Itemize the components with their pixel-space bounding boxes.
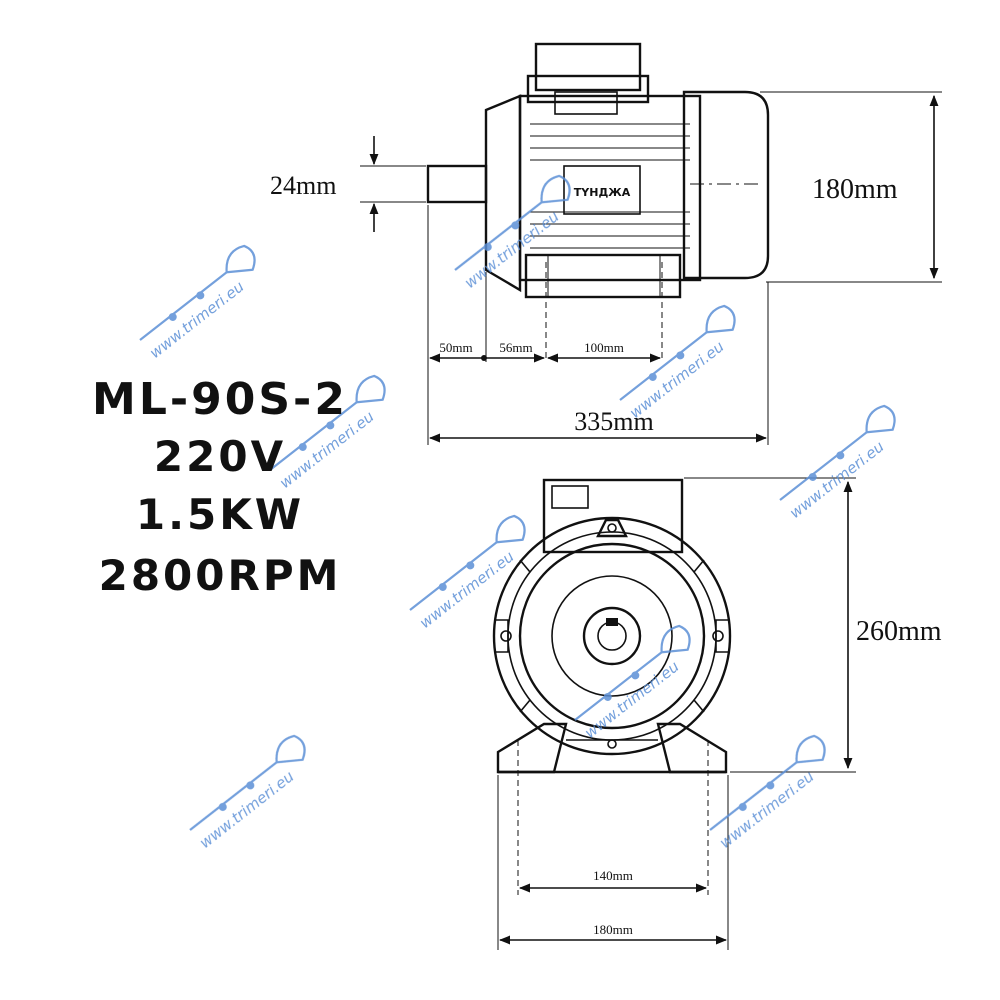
dim-foot-holes-length: 100mm xyxy=(584,340,624,355)
side-view: TYHДЖA 24mm 180mm 50mm 56mm 100mm 335mm xyxy=(270,42,942,445)
front-view: 260mm 140mm 180mm xyxy=(492,477,942,950)
brand-label: TYHДЖA xyxy=(574,186,631,199)
power-label: 1.5KW xyxy=(135,490,305,539)
dim-shaft-length: 50mm xyxy=(439,340,472,355)
watermark-text: www.trimeri.eu xyxy=(196,767,297,852)
dim-total-height: 260mm xyxy=(856,616,942,647)
dim-shaft-diameter: 24mm xyxy=(270,171,336,200)
voltage-label: 220V xyxy=(153,432,287,481)
model-label: ML-90S-2 xyxy=(92,374,348,425)
watermark-text: www.trimeri.eu xyxy=(626,337,727,422)
dim-total-length: 335mm xyxy=(574,407,653,436)
watermark-text: www.trimeri.eu xyxy=(786,437,887,522)
speed-label: 2800RPM xyxy=(98,551,342,600)
watermark-text: www.trimeri.eu xyxy=(581,657,682,742)
dim-foot-holes-width: 140mm xyxy=(593,868,633,883)
dim-shaft-to-foot: 56mm xyxy=(499,340,532,355)
watermark-text: www.trimeri.eu xyxy=(716,767,817,852)
dim-side-height: 180mm xyxy=(812,174,898,205)
watermark-text: www.trimeri.eu xyxy=(146,277,247,362)
dim-base-width: 180mm xyxy=(593,922,633,937)
